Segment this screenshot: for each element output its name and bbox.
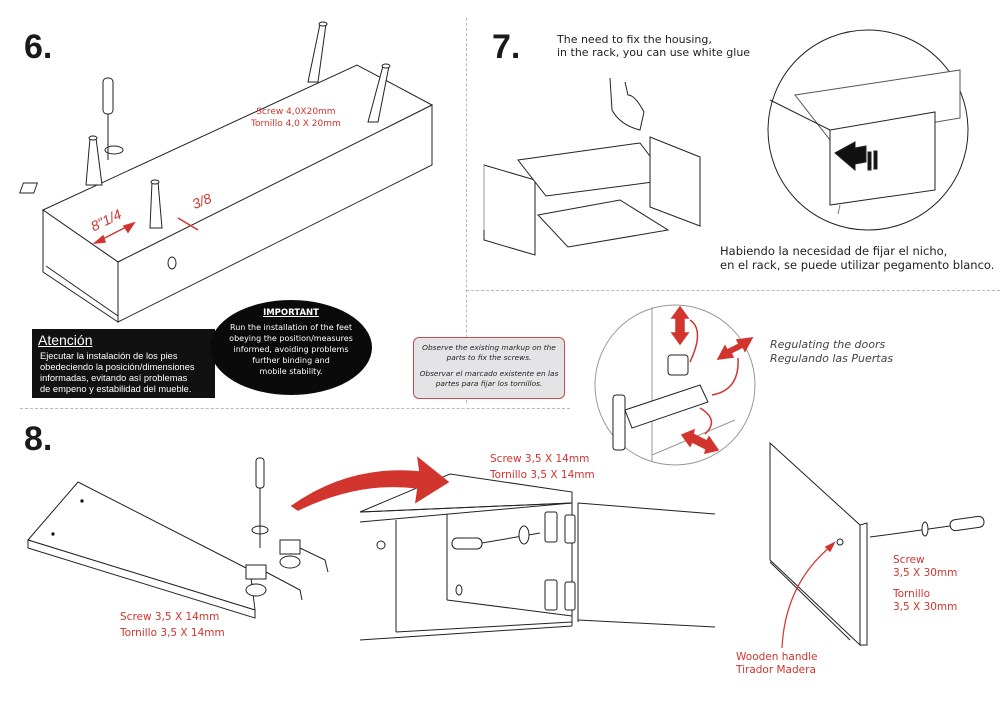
screw-spec-right: Screw 3,5 X 30mm Tornillo 3,5 X 30mm xyxy=(893,554,957,614)
screw-label: Screw 3,5 X 14mm xyxy=(490,453,590,465)
important-title: IMPORTANT xyxy=(263,308,319,318)
instruction-en: The need to fix the housing, in the rack… xyxy=(557,33,750,59)
note-en: Observe the existing markup on the parts… xyxy=(414,343,564,363)
red-annotations xyxy=(92,217,836,649)
note-line: parts to fix the screws. xyxy=(446,353,532,362)
atencion-notice: Atención Ejecutar la instalación de los … xyxy=(32,329,215,398)
step8-handle-door-drawing xyxy=(769,441,985,647)
atencion-line: informadas, evitando así problemas xyxy=(40,373,188,383)
step8-hinges-drawing xyxy=(245,539,329,601)
step8-screwdriver-drawing xyxy=(251,457,269,548)
regulating-doors-caption: Regulating the doors Regulando las Puert… xyxy=(770,338,893,366)
step-number: 8. xyxy=(24,420,53,458)
screw-label: Screw xyxy=(893,554,925,566)
handle-pointer-arrow xyxy=(781,546,831,649)
step7-hand-glue-drawing xyxy=(609,77,645,131)
section-divider-step7 xyxy=(466,290,1000,291)
screw-size: 3,5 X 30mm xyxy=(893,567,958,579)
tornillo-label: Tornillo xyxy=(893,588,931,600)
step-number: 6. xyxy=(24,28,53,66)
atencion-text: Ejecutar la instalación de los pies obed… xyxy=(38,351,209,395)
tornillo-label: Tornillo 3,5 X 14mm xyxy=(490,469,595,481)
important-text: Run the installation of the feet obeying… xyxy=(210,322,372,377)
atencion-title: Atención xyxy=(38,332,93,348)
step8-door-panel-drawing xyxy=(27,481,256,619)
wooden-handle-label: Wooden handle Tirador Madera xyxy=(736,651,818,677)
note-line: Observe the existing markup on the xyxy=(422,343,556,352)
important-notice: IMPORTANT Run the installation of the fe… xyxy=(210,300,372,395)
screw-markup-note: Observe the existing markup on the parts… xyxy=(413,337,565,399)
note-line: partes para fijar los tornillos. xyxy=(435,379,543,388)
handle-label-en: Wooden handle xyxy=(736,651,818,663)
important-line: obeying the position/measures xyxy=(229,334,353,343)
atencion-line: de empeno y estabilidad del mueble. xyxy=(40,384,192,394)
tornillo-size: 3,5 X 30mm xyxy=(893,601,958,613)
screw-label: Screw 3,5 X 14mm xyxy=(120,611,220,623)
screw-spec-left: Screw 3,5 X 14mm Tornillo 3,5 X 14mm xyxy=(120,609,225,641)
step6-screwdriver-drawing xyxy=(102,77,124,160)
tornillo-label: Tornillo 4,0 X 20mm xyxy=(251,119,341,129)
step8-transfer-arrow xyxy=(290,456,450,511)
note-es: Observar el marcado existente en las par… xyxy=(414,369,564,389)
important-line: Run the installation of the feet xyxy=(230,323,352,332)
atencion-line: Ejecutar la instalación de los pies xyxy=(40,351,178,361)
instruction-es: Habiendo la necesidad de fijar el nicho,… xyxy=(720,244,994,272)
important-line: mobile stability. xyxy=(259,367,323,376)
screw-label: Screw 4,0X20mm xyxy=(256,107,336,117)
important-line: further binding and xyxy=(252,356,330,365)
screw-spec-center: Screw 3,5 X 14mm Tornillo 3,5 X 14mm xyxy=(490,451,595,483)
regulating-arrows xyxy=(670,305,754,455)
step6-offset-arrow xyxy=(177,217,199,231)
hinge-detail-circle xyxy=(594,304,756,466)
instruction-line: in the rack, you can use white glue xyxy=(557,46,751,59)
step-number: 7. xyxy=(492,28,521,66)
atencion-line: obedeciendo la posición/dimensiones xyxy=(40,362,195,372)
step7-detail-circle xyxy=(767,29,969,231)
step7-shelves-drawing xyxy=(483,136,701,256)
important-line: informed, avoiding problems xyxy=(233,345,349,354)
instruction-line: Habiendo la necesidad de fijar el nicho, xyxy=(720,244,948,258)
section-divider-step8 xyxy=(20,408,570,409)
handle-label-es: Tirador Madera xyxy=(736,664,816,676)
instruction-line: en el rack, se puede utilizar pegamento … xyxy=(720,258,995,272)
note-line: Observar el marcado existente en las xyxy=(419,369,559,378)
step8-cabinet-drawing xyxy=(359,473,716,641)
regulating-es: Regulando las Puertas xyxy=(770,352,894,365)
step6-feet-drawing xyxy=(19,21,391,229)
instruction-line: The need to fix the housing, xyxy=(557,33,712,46)
screw-spec: Screw 4,0X20mm Tornillo 4,0 X 20mm xyxy=(251,106,341,130)
step6-cabinet-drawing xyxy=(41,64,434,323)
section-divider-vertical xyxy=(466,18,467,403)
regulating-en: Regulating the doors xyxy=(770,338,886,351)
tornillo-label: Tornillo 3,5 X 14mm xyxy=(120,627,225,639)
